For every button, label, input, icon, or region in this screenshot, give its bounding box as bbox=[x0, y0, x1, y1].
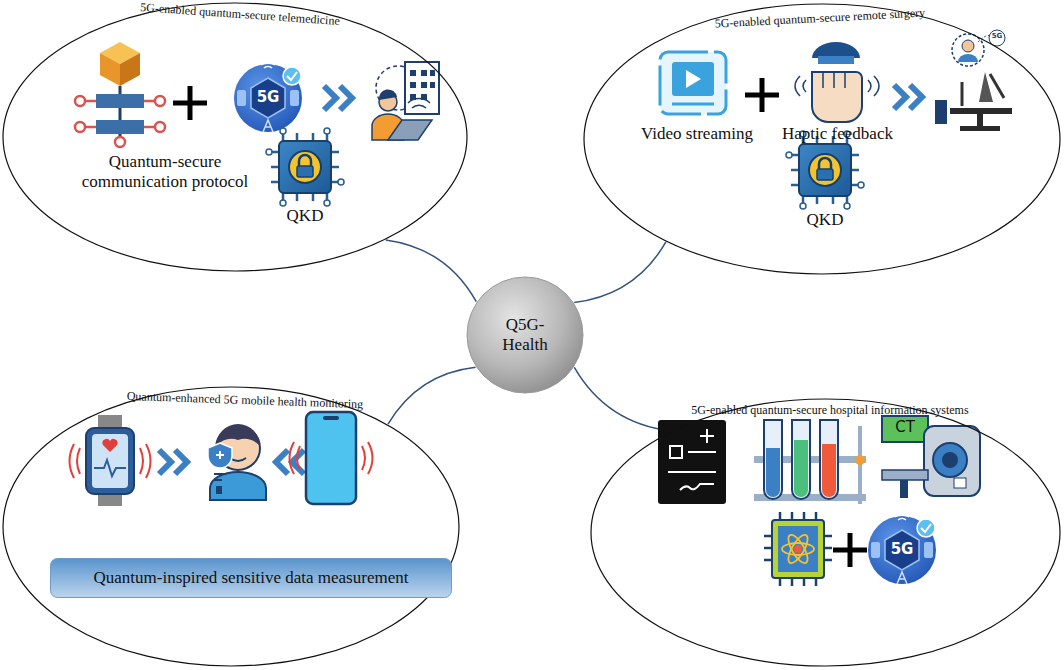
curved-title: Quantum-enhanced 5G mobile health monito… bbox=[100, 389, 390, 413]
curved-title: 5G-enabled quantum-secure telemedicine bbox=[110, 0, 370, 31]
icon-caption: Haptic feedback bbox=[775, 124, 900, 144]
curved-title: 5G-enabled quantum-secure remote surgery bbox=[680, 5, 960, 33]
smartwatch-icon bbox=[70, 415, 151, 506]
icon-caption: Video streaming bbox=[632, 124, 762, 144]
icon-caption: QKD bbox=[790, 210, 860, 230]
icon-caption: Quantum-secure communication protocol bbox=[70, 152, 260, 191]
topic-ellipse-outline bbox=[590, 398, 1061, 667]
network-badge: 5G bbox=[884, 541, 920, 558]
link-curve bbox=[386, 240, 477, 302]
link-curve bbox=[574, 242, 666, 303]
band-label: Quantum-inspired sensitive data measurem… bbox=[50, 568, 452, 588]
curved-title: 5G-enabled quantum-secure hospital infor… bbox=[680, 404, 980, 418]
topic-ellipse: 5G-enabled quantum-secure telemedicineQu… bbox=[2, 2, 468, 272]
network-badge: 5G bbox=[989, 33, 1005, 41]
topic-ellipse-outline bbox=[2, 2, 468, 272]
link-curve bbox=[388, 367, 476, 424]
network-badge: 5G bbox=[250, 89, 286, 106]
quantum-chip-icon bbox=[764, 512, 832, 586]
icon-caption: QKD bbox=[270, 206, 340, 226]
link-curve bbox=[574, 367, 671, 431]
smartphone-icon bbox=[290, 412, 373, 504]
hub-circle: Q5G- Health bbox=[466, 276, 584, 394]
device-label: CT bbox=[882, 419, 928, 436]
haptic-hand-icon bbox=[795, 42, 879, 122]
topic-ellipse: 5G-enabled quantum-secure hospital infor… bbox=[590, 398, 1061, 667]
topic-ellipse-outline bbox=[2, 386, 460, 667]
test-tubes-icon bbox=[754, 420, 866, 504]
medical-record-icon bbox=[658, 420, 726, 504]
method-band: Quantum-inspired sensitive data measurem… bbox=[50, 558, 452, 598]
topic-ellipse: Quantum-enhanced 5G mobile health monito… bbox=[2, 386, 460, 667]
hub-label: Q5G- Health bbox=[486, 315, 564, 354]
patient-icon bbox=[208, 424, 266, 500]
ct-scanner-icon bbox=[882, 416, 980, 498]
surgeon-icon bbox=[935, 30, 1012, 131]
video-icon bbox=[660, 52, 726, 114]
topic-ellipse: 5G-enabled quantum-secure remote surgery… bbox=[583, 3, 1061, 275]
blockchain-icon bbox=[75, 42, 165, 147]
remote-user-icon bbox=[372, 62, 439, 140]
